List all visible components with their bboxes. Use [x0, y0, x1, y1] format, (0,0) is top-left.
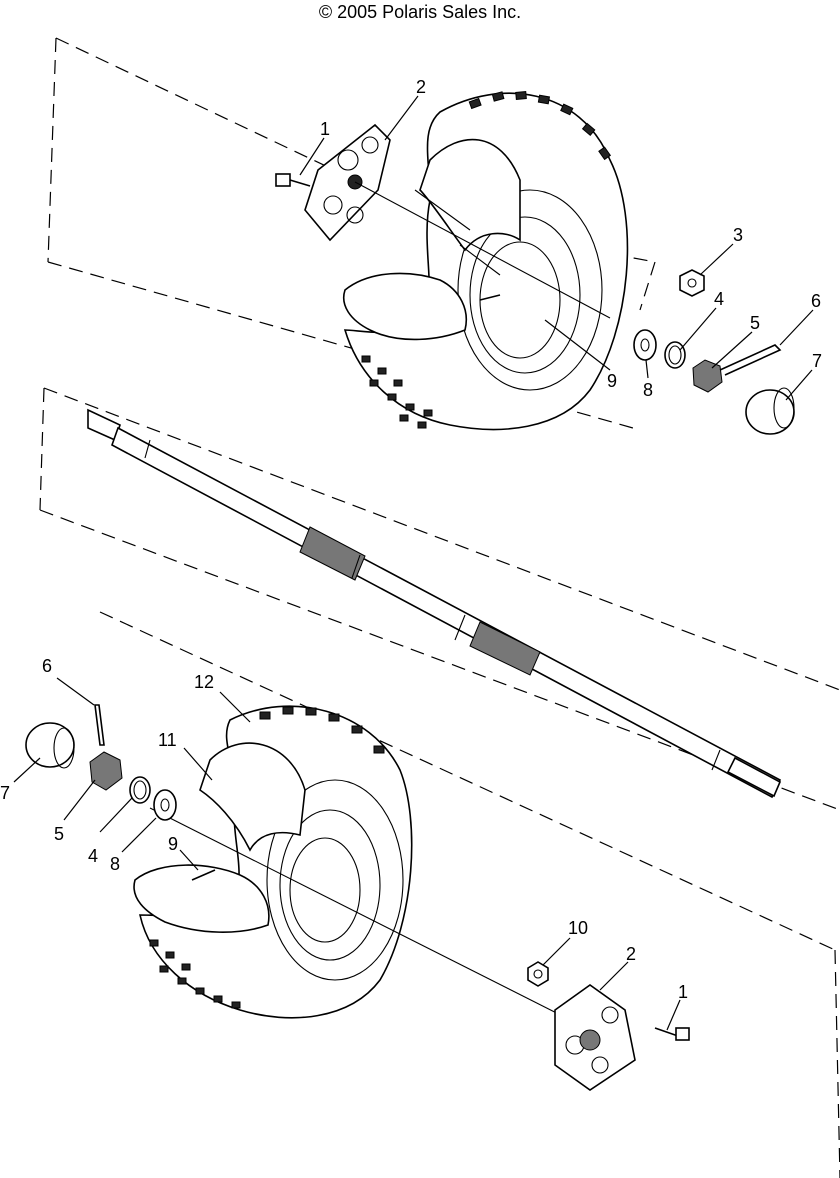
callout-bottom-5: 5 — [54, 824, 64, 844]
top-hub-plate — [304, 123, 391, 242]
callout-bottom-1: 1 — [678, 982, 688, 1002]
callout-bottom-4: 4 — [88, 846, 98, 866]
bottom-cotter-pin — [94, 704, 105, 746]
callout-top-9: 9 — [607, 371, 617, 391]
top-valve-stem — [479, 294, 501, 301]
bottom-bolt — [654, 1027, 690, 1041]
top-cap — [745, 387, 795, 435]
top-oring — [664, 341, 686, 369]
callout-bottom-6: 6 — [42, 656, 52, 676]
top-frame-dashes — [47, 37, 656, 431]
axle-shaft — [87, 408, 782, 799]
top-tire-lower-half — [343, 272, 467, 341]
callout-top-4: 4 — [714, 289, 724, 309]
callout-top-5: 5 — [750, 313, 760, 333]
bottom-valve-stem — [191, 869, 216, 881]
bottom-castle-nut — [89, 751, 123, 791]
bottom-oring — [129, 776, 151, 804]
callout-labels: 1 2 3 4 5 6 7 8 9 6 7 5 4 8 9 11 12 10 2… — [0, 77, 822, 1002]
callout-bottom-7: 7 — [0, 783, 10, 803]
bottom-cap — [25, 722, 75, 769]
copyright-notice: © 2005 Polaris Sales Inc. — [318, 2, 522, 22]
bottom-tire-cutaway — [199, 742, 306, 852]
top-bolt — [275, 173, 311, 187]
top-tire-cutaway — [419, 138, 521, 252]
callout-top-2: 2 — [416, 77, 426, 97]
top-castle-nut — [692, 359, 723, 393]
callout-bottom-8: 8 — [110, 854, 120, 874]
callout-bottom-10: 10 — [568, 918, 588, 938]
bottom-wheel-assembly — [25, 611, 840, 1178]
top-tire — [343, 91, 629, 431]
callout-top-3: 3 — [733, 225, 743, 245]
callout-leaders — [13, 95, 814, 1031]
top-cotter-pin — [719, 344, 782, 376]
callout-top-6: 6 — [811, 291, 821, 311]
bottom-washer — [153, 789, 177, 821]
callout-bottom-12: 12 — [194, 672, 214, 692]
callout-bottom-11: 11 — [158, 730, 177, 750]
callout-bottom-9: 9 — [168, 834, 178, 854]
callout-bottom-2: 2 — [626, 944, 636, 964]
bottom-tire — [139, 705, 413, 1019]
bottom-hub-plate — [554, 984, 636, 1091]
callout-top-8: 8 — [643, 380, 653, 400]
callout-top-1: 1 — [320, 119, 330, 139]
axle-assembly — [39, 387, 840, 811]
top-washer — [633, 329, 657, 361]
callout-top-7: 7 — [812, 351, 822, 371]
bottom-tire-lower-half — [133, 864, 270, 933]
top-wheel-assembly — [47, 37, 795, 435]
bottom-nut — [527, 961, 549, 987]
bottom-frame-dashes — [99, 611, 840, 1178]
top-nut — [679, 269, 705, 297]
